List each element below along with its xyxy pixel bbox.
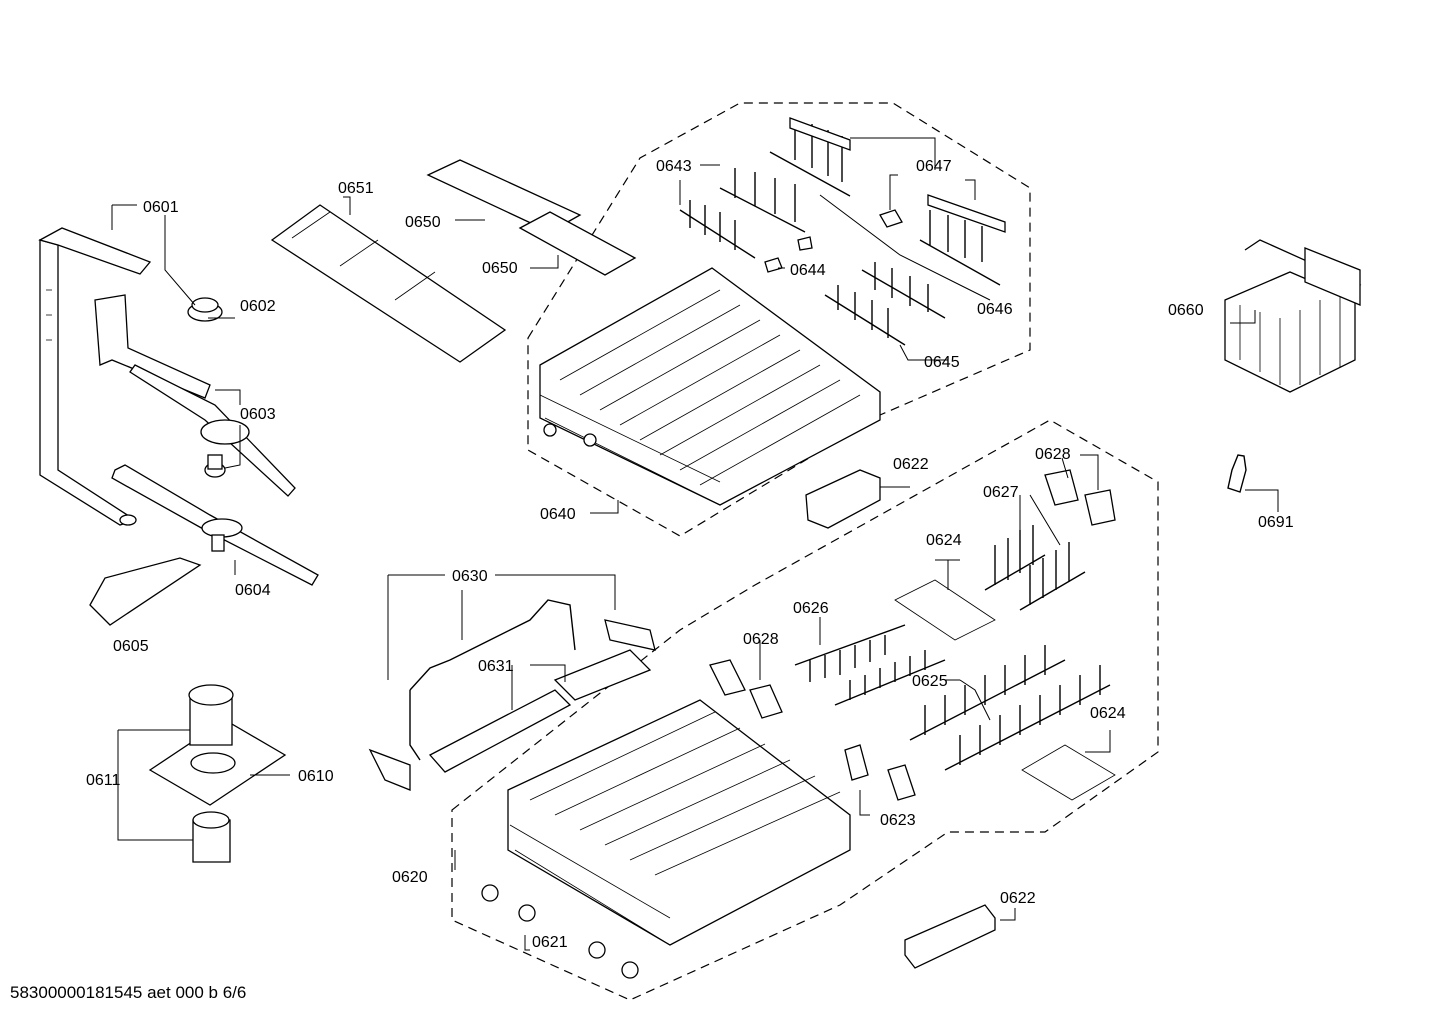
label-0603: 0603	[240, 406, 276, 423]
folding-racks-drawing	[679, 117, 1006, 346]
upper-basket-group-outline	[527, 102, 1031, 537]
handle-lower-drawing	[904, 904, 996, 969]
label-0622-lower: 0622	[1000, 890, 1036, 907]
label-0622-upper: 0622	[893, 456, 929, 473]
label-0643: 0643	[656, 158, 692, 175]
part-labels: 0601 0602 0603 0604 0605 0610 0611 0620 …	[86, 158, 1294, 951]
cutlery-basket-drawing	[1224, 239, 1362, 393]
upper-spray-arm-drawing	[94, 294, 296, 497]
label-0644: 0644	[790, 262, 826, 279]
label-0646: 0646	[977, 301, 1013, 318]
label-0602: 0602	[240, 298, 276, 315]
leader-lines	[111, 137, 1279, 951]
handle-upper-drawing	[805, 469, 881, 529]
cutlery-tray-drawing	[270, 159, 637, 363]
label-0601: 0601	[143, 199, 179, 216]
label-0610: 0610	[298, 768, 334, 785]
label-0627: 0627	[983, 484, 1019, 501]
label-0640: 0640	[540, 506, 576, 523]
label-0620: 0620	[392, 869, 428, 886]
label-0611: 0611	[86, 772, 121, 789]
lower-racks-drawing	[794, 525, 1111, 771]
label-0605: 0605	[113, 638, 149, 655]
label-0624-upper: 0624	[926, 532, 962, 549]
document-number: 58300000181545 aet 000 b 6/6	[10, 983, 246, 1002]
label-0650-lower: 0650	[482, 260, 518, 277]
label-0624-lower: 0624	[1090, 705, 1126, 722]
upper-basket-drawing	[539, 267, 881, 506]
label-0628-upper: 0628	[1035, 446, 1071, 463]
label-0647: 0647	[916, 158, 952, 175]
sieve-cover-drawing	[89, 557, 202, 626]
label-0623: 0623	[880, 812, 916, 829]
clip-drawing	[1227, 454, 1247, 493]
label-0625: 0625	[912, 673, 948, 690]
label-0630: 0630	[452, 568, 488, 585]
label-0651: 0651	[338, 180, 374, 197]
supply-pipe-drawing	[38, 227, 152, 526]
label-0650-upper: 0650	[405, 214, 441, 231]
filter-drawing	[148, 684, 287, 863]
tine-row-drawing	[368, 599, 656, 791]
label-0626: 0626	[793, 600, 829, 617]
label-0621: 0621	[532, 934, 568, 951]
lower-basket-drawing	[481, 699, 851, 979]
lower-basket-group-outline	[451, 419, 1159, 1001]
hinges-drawing	[709, 469, 1116, 801]
label-0628-lower: 0628	[743, 631, 779, 648]
label-0604: 0604	[235, 582, 271, 599]
nut-drawing	[187, 297, 223, 322]
label-0691: 0691	[1258, 514, 1294, 531]
label-0631: 0631	[478, 658, 514, 675]
lower-spray-arm-drawing	[111, 464, 319, 586]
label-0645: 0645	[924, 354, 960, 371]
label-0660: 0660	[1168, 302, 1204, 319]
